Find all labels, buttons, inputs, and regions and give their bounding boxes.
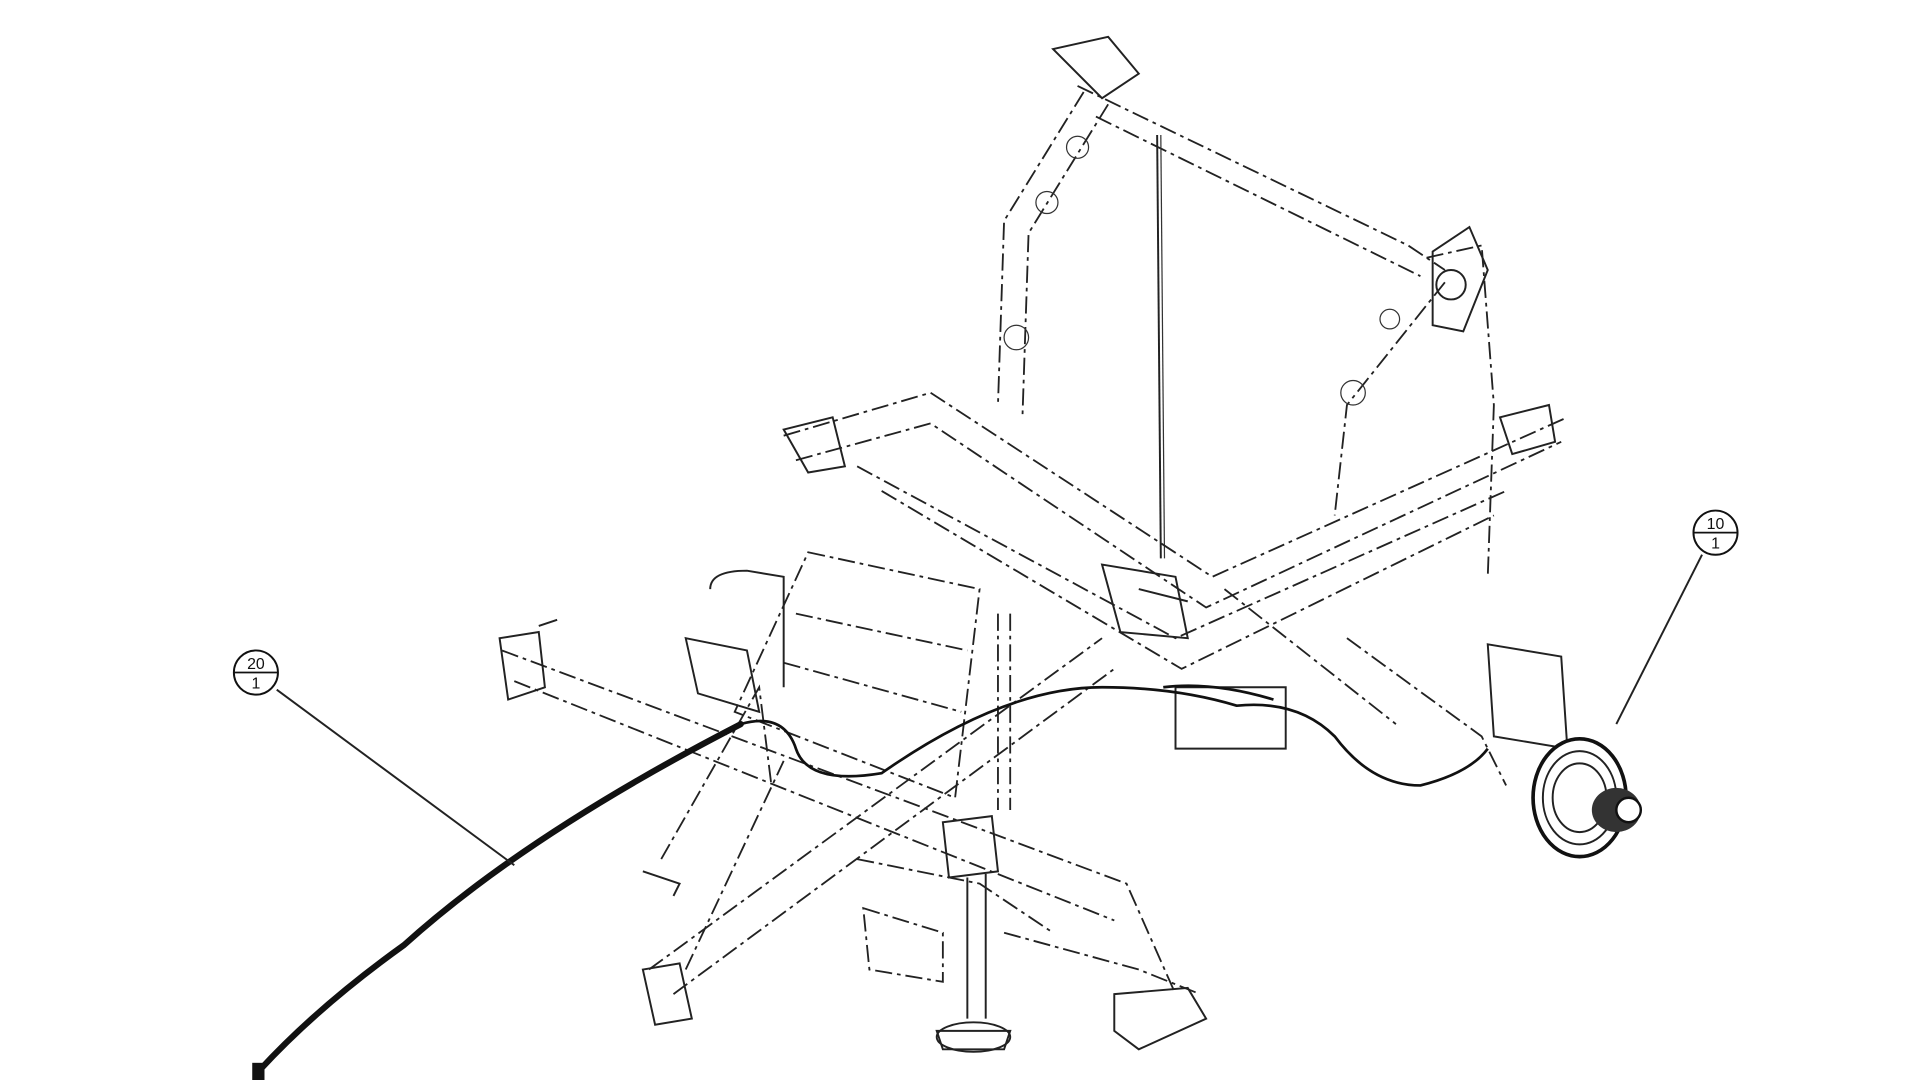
platform	[684, 551, 981, 800]
cable-harness	[252, 684, 1489, 1080]
callout-item-number: 20	[247, 656, 265, 673]
leader-line	[1615, 554, 1703, 725]
lower-frame	[782, 391, 1569, 786]
callout-quantity: 1	[1711, 536, 1720, 553]
callout-quantity: 1	[251, 675, 260, 692]
callout-10[interactable]: 10 1	[1615, 509, 1739, 725]
leader-line	[276, 688, 515, 867]
upright-frame	[997, 35, 1495, 577]
wheel-hub	[1531, 736, 1643, 859]
jack-stand	[862, 815, 1012, 1053]
callout-item-number: 10	[1707, 516, 1725, 533]
callout-20[interactable]: 20 1	[232, 649, 515, 867]
tongue-beams	[498, 613, 1208, 1051]
